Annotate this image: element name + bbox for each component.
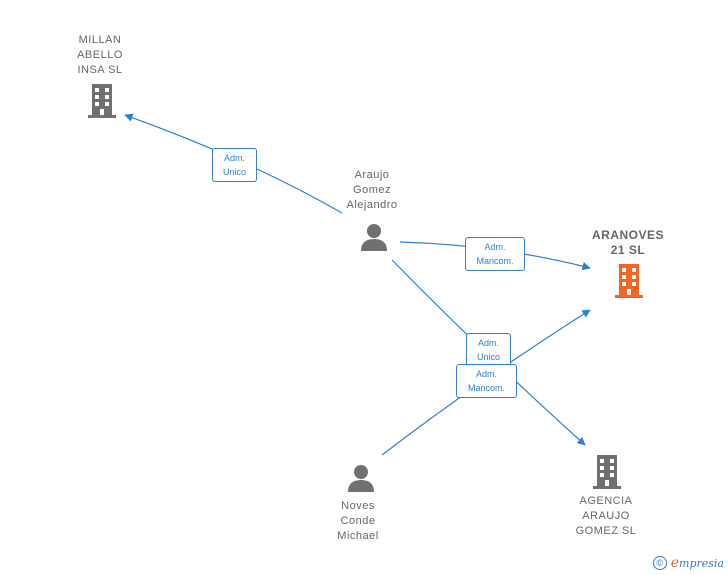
node-label-agencia: AGENCIA ARAUJO GOMEZ SL [575,495,637,537]
brand-logo[interactable]: empresia [670,555,724,571]
copyright-icon: © [652,556,667,570]
node-label-araujo: Araujo Gomez Alejandro [346,169,398,211]
node-label-noves: Noves Conde Michael [337,500,379,542]
edge-label-adm-mancom[interactable]: Adm. Mancom. [456,364,517,398]
building-icon[interactable] [613,263,645,299]
person-icon[interactable] [346,463,376,493]
person-icon[interactable] [359,222,389,252]
node-label-aranoves: ARANOVES 21 SL [591,228,664,257]
footer-branding: © empresia [652,555,724,571]
edge-label-adm-mancom[interactable]: Adm. Mancom. [465,237,525,271]
edge-label-adm-unico[interactable]: Adm. Unico [466,333,511,367]
building-icon[interactable] [591,454,623,490]
building-icon[interactable] [86,83,118,119]
edge-label-adm-unico[interactable]: Adm. Unico [212,148,257,182]
node-label-millan: MILLAN ABELLO INSA SL [77,34,123,76]
